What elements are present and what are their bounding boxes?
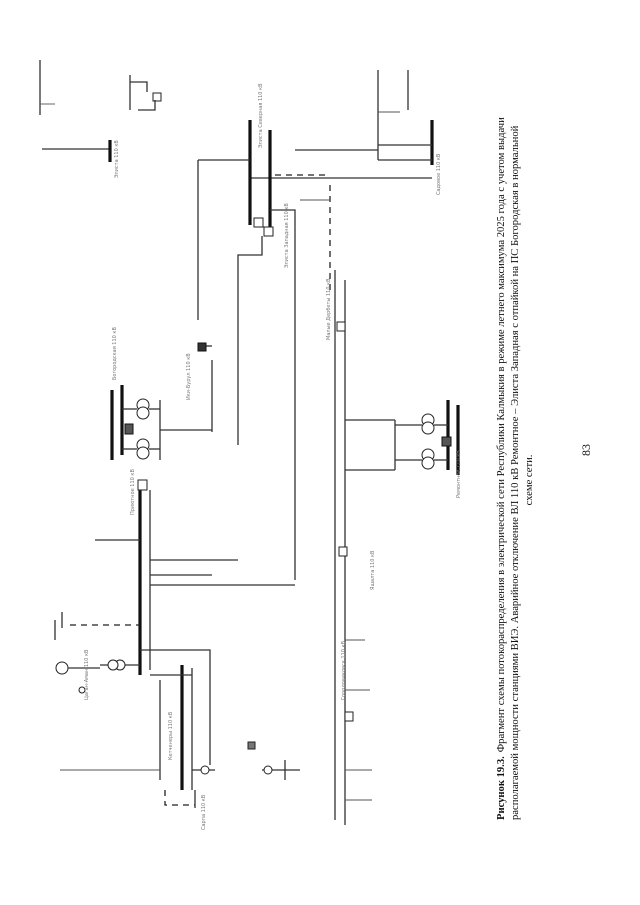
node-label: Ики-Бурул 110 кВ — [186, 353, 192, 400]
figure-caption: Рисунок 19.3. Фрагмент схемы потокораспре… — [496, 117, 535, 820]
node-label: Элиста Западная 110 кВ — [284, 203, 290, 268]
node-label: Малые Дербеты 110 кВ — [326, 278, 332, 340]
node-label: Сарпа 110 кВ — [201, 794, 207, 830]
left-corridor — [54, 479, 295, 765]
node-label: Приютное 110 кВ — [130, 469, 136, 515]
page-number: 83 — [579, 444, 593, 456]
node-label: Элиста 110 кВ — [114, 140, 120, 178]
caption-line-3: схеме сети. — [524, 455, 535, 506]
caption-line-2: располагаемой мощности станциями ВИЭ. Ав… — [510, 125, 521, 820]
node-label: Богородская 110 кВ — [112, 327, 118, 380]
node-label: Кетченеры 110 кВ — [168, 711, 174, 760]
node-label: Городовиковск 110 кВ — [341, 640, 347, 700]
upper-substation-cluster — [197, 120, 331, 580]
node-label: Элиста Северная 110 кВ — [258, 83, 264, 148]
node-label: Яшалта 110 кВ — [370, 550, 376, 590]
top-right-fragment — [39, 60, 434, 179]
node-label: Садовое 110 кВ — [436, 153, 442, 195]
right-substation — [395, 400, 460, 475]
middle-substation — [110, 342, 213, 460]
caption-text-1: Фрагмент схемы потокораспределения в эле… — [496, 117, 507, 752]
node-label: Ремонтное 110 кВ — [456, 450, 462, 498]
caption-line-1: Рисунок 19.3. Фрагмент схемы потокораспре… — [496, 117, 507, 820]
lower-left-cluster — [60, 665, 300, 808]
schematic-labels: Элиста 110 кВ Элиста Северная 110 кВ Эли… — [84, 83, 462, 830]
node-label: Цаган-Аман 110 кВ — [84, 649, 90, 700]
right-corridor — [334, 270, 396, 825]
figure-label: Рисунок 19.3. — [496, 756, 507, 820]
